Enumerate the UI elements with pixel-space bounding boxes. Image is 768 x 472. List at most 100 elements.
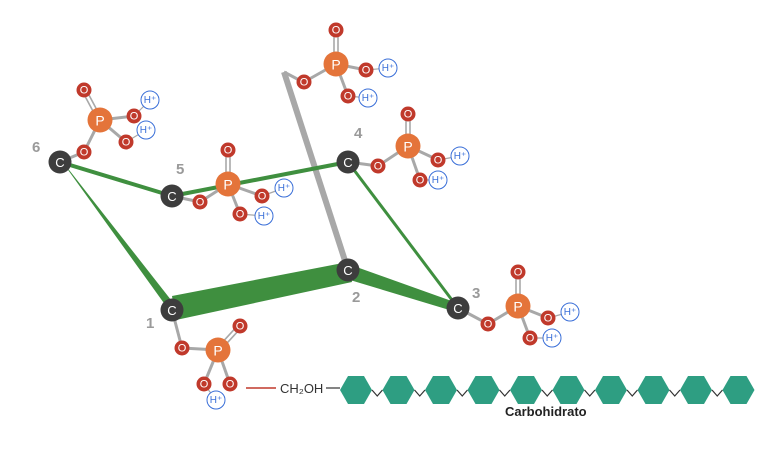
svg-text:O: O — [434, 155, 443, 167]
svg-text:O: O — [200, 379, 209, 391]
svg-text:O: O — [300, 77, 309, 89]
svg-text:P: P — [213, 343, 222, 359]
svg-text:O: O — [362, 65, 371, 77]
hydrogen-ion: H⁺ — [358, 88, 378, 108]
double-bond-oxygen: O — [510, 264, 526, 280]
double-bond-oxygen: O — [232, 318, 248, 334]
phosphorus-atom: P — [395, 133, 421, 159]
svg-text:C: C — [55, 155, 64, 170]
bridging-oxygen: O — [480, 316, 496, 332]
hydroxyl-oxygen: O — [126, 108, 142, 124]
svg-text:O: O — [374, 161, 383, 173]
carbohydrate-chain — [340, 376, 755, 404]
sugar-unit — [552, 376, 585, 404]
sugar-linkage — [414, 389, 426, 397]
svg-text:H⁺: H⁺ — [140, 125, 153, 136]
hydroxyl-oxygen: O — [196, 376, 212, 392]
hydrogen-ion: H⁺ — [140, 90, 160, 110]
double-bond-oxygen: O — [76, 82, 92, 98]
svg-text:O: O — [416, 175, 425, 187]
svg-text:C: C — [167, 303, 176, 318]
carbon-atom-1: C — [160, 298, 184, 322]
svg-text:O: O — [196, 197, 205, 209]
sugar-unit — [680, 376, 712, 404]
svg-text:O: O — [122, 137, 131, 149]
svg-text:P: P — [403, 139, 412, 155]
svg-text:O: O — [526, 333, 535, 345]
carbon-number-5: 5 — [176, 161, 184, 178]
svg-text:O: O — [178, 343, 187, 355]
sugar-linkage — [541, 389, 553, 397]
carbon-number-2: 2 — [352, 289, 360, 306]
hydrogen-ion: H⁺ — [274, 178, 294, 198]
svg-text:P: P — [513, 299, 522, 315]
svg-text:O: O — [236, 321, 245, 333]
svg-text:H⁺: H⁺ — [362, 93, 375, 104]
sugar-linkage — [669, 389, 681, 397]
carbon-numbers: 1 2 3 4 5 6 — [32, 125, 480, 332]
svg-text:O: O — [80, 85, 89, 97]
svg-text:P: P — [223, 177, 232, 193]
bridging-oxygen: O — [192, 194, 208, 210]
svg-text:H⁺: H⁺ — [258, 211, 271, 222]
sugar-linkage — [584, 389, 596, 397]
svg-text:O: O — [404, 109, 413, 121]
sugar-linkage — [626, 389, 638, 397]
svg-text:H⁺: H⁺ — [382, 63, 395, 74]
sugar-unit — [340, 376, 372, 404]
svg-text:H⁺: H⁺ — [546, 333, 559, 344]
hydroxyl-oxygen: O — [358, 62, 374, 78]
sugar-unit — [637, 376, 670, 404]
bridging-oxygen: O — [76, 144, 92, 160]
hydroxyl-oxygen: O — [222, 376, 238, 392]
sugar-linkage — [711, 389, 723, 397]
svg-text:O: O — [484, 319, 493, 331]
svg-text:C: C — [453, 301, 462, 316]
svg-text:P: P — [95, 113, 104, 129]
carbon-atom-2: C — [336, 258, 360, 282]
ch2oh-label: CH₂OH — [280, 381, 323, 396]
bridging-oxygen: O — [174, 340, 190, 356]
phosphorus-atom: P — [323, 51, 349, 77]
carbon-atom-6: C — [48, 150, 72, 174]
hydrogen-ion: H⁺ — [450, 146, 470, 166]
hydroxyl-oxygen: O — [540, 310, 556, 326]
phosphorus-atom: P — [215, 171, 241, 197]
bridging-oxygen: O — [296, 74, 312, 90]
hydroxyl-oxygen: O — [522, 330, 538, 346]
hydrogen-ion: H⁺ — [428, 170, 448, 190]
sugar-unit — [382, 376, 415, 404]
carbon-number-3: 3 — [472, 285, 480, 302]
double-bond-oxygen: O — [328, 22, 344, 38]
hydrogen-ion: H⁺ — [542, 328, 562, 348]
bridging-oxygen: O — [370, 158, 386, 174]
svg-text:H⁺: H⁺ — [278, 183, 291, 194]
phosphorus-atom: P — [87, 107, 113, 133]
svg-text:H⁺: H⁺ — [210, 395, 223, 406]
hydrogen-ion: H⁺ — [136, 120, 156, 140]
svg-text:O: O — [258, 191, 267, 203]
hydrogen-ion: H⁺ — [254, 206, 274, 226]
hydrogen-ion: H⁺ — [560, 302, 580, 322]
svg-text:C: C — [343, 263, 352, 278]
hydroxyl-oxygen: O — [118, 134, 134, 150]
svg-text:O: O — [514, 267, 523, 279]
svg-text:H⁺: H⁺ — [432, 175, 445, 186]
svg-text:O: O — [544, 313, 553, 325]
carbohydrate-label: Carbohidrato — [505, 404, 587, 419]
hydroxyl-oxygen: O — [232, 206, 248, 222]
svg-text:H⁺: H⁺ — [564, 307, 577, 318]
sugar-unit — [510, 376, 542, 404]
carbon-number-4: 4 — [354, 125, 363, 142]
sugar-unit — [467, 376, 500, 404]
sugar-linkage — [499, 389, 511, 397]
svg-text:O: O — [224, 145, 233, 157]
carbon-atom-5: C — [160, 184, 184, 208]
carbon-number-6: 6 — [32, 139, 40, 156]
sugar-unit — [595, 376, 627, 404]
